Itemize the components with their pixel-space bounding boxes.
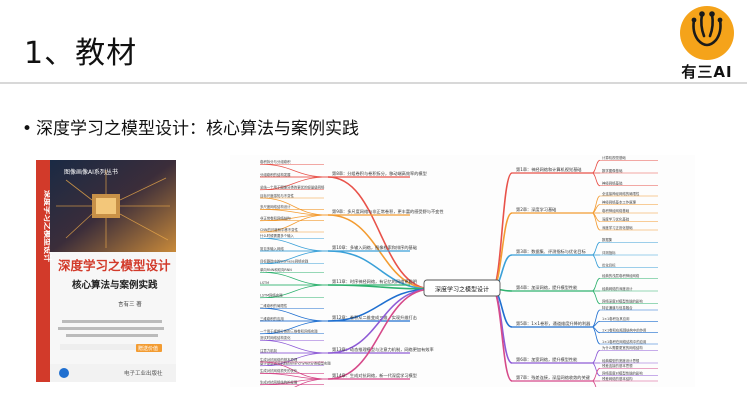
branch-label: 第9章：多尺度网络与非正常卷积，更丰富的感受野与不变性 [332,208,444,215]
leaf-connector [259,352,329,367]
bullet-item: •深度学习之模型设计：核心算法与案例实践 [22,114,359,139]
leaf-label: 单向RNN和双向RNN [260,267,292,272]
leaf-label: 网络深度对模型性能的影响 [602,299,643,304]
leaf-label: 生成对抗网络的基本原理 [260,357,298,362]
mindmap-canvas: 第1章：神经网络和计算机视觉基础 计算机视觉基础数学图像基础神经网络基础第2章：深… [230,155,695,397]
leaf-label: 生成对抗网络损失的优化 [260,368,298,373]
leaf-label: 目标跟踪中的Siamese网络实践 [260,259,309,264]
leaf-label: 常见多输入网络 [260,246,284,251]
leaf-label: 卷积神经网络基础 [602,208,630,213]
branch-connector [327,288,433,380]
leaf-label: 1×1卷积及其应用 [602,316,630,321]
branch-label: 第11章：时序神经网络，有记忆的网络更聪明 [332,278,417,285]
branch-label: 第13章：动态推理模型与注意力机制，网络更加有效率 [332,346,434,353]
branch-label: 第6章：加宽网络，提升模型性能 [516,356,578,363]
book-author: 言有三 著 [118,300,142,308]
leaf-connector [591,290,601,305]
leaf-label: 评测指标 [602,250,616,255]
branch-connector [327,176,433,290]
branch-label: 第10章：多输入网络，图像检索和排序的基础 [332,244,417,251]
leaf-label: 一个用于视频分类的三维卷积网络实践 [260,329,318,334]
logo-robot-icon [691,11,723,47]
leaf-label: 优化目标 [602,263,616,268]
branch-connector [327,288,433,322]
leaf-connector [259,320,329,335]
branch-label: 第8章：分组卷积与卷积拆分，移动端高效率的模型 [332,170,427,177]
leaf-label: 什么时候需要多个输入 [260,233,295,238]
leaf-label: 三维卷积的应用 [260,316,284,321]
leaf-label: 计算机视觉基础 [602,155,626,160]
branch-label: 第7章：残差连接，深层网络收敛的关键 [516,374,591,381]
mindmap-center-node [423,279,501,297]
leaf-label: 残差网络的基本结构 [602,376,633,381]
leaf-label: 二维卷积的局限性 [260,303,288,308]
book-spine [36,160,50,382]
leaf-label: 总结一个用于图像分类的更优的轻量级网络 [260,185,325,190]
logo: 有三AI [676,6,738,82]
leaf-connector [591,254,601,269]
leaf-connector [259,214,329,233]
leaf-label: 残差连接的基本思想 [602,363,633,368]
book-subtitle: 核心算法与案例实践 [72,279,158,291]
leaf-label: 目标尺度感知与不变性 [260,193,295,198]
title-divider [0,82,747,84]
book-publisher: 电子工业出版社 [124,369,163,377]
leaf-label: 神经网络基本工作原理 [602,199,637,204]
branch-connector [327,250,433,290]
branch-label: 第3章：数据集、评测指标与优化目标 [516,248,586,255]
leaf-connector [591,326,601,345]
leaf-label: 数学图像基础 [602,168,623,173]
leaf-connector [591,362,601,377]
book-spine-text: 深度学习之模型设计 [43,190,53,262]
leaf-label: 1×1卷积在网络结构中的应用 [602,339,646,344]
leaf-label: 全连接神经网络的局限性 [602,191,640,196]
leaf-label: 生成对抗网络结构的发展 [260,379,298,384]
leaf-label: 神经网络基础 [602,181,623,186]
bullet-dot-icon: • [22,119,33,139]
leaf-label: 卷积拆分与分组卷积 [260,159,291,164]
book-badge: 赠送价值 [138,345,158,352]
branch-label: 第2章：深度学习基础 [516,206,556,213]
leaf-label: 经典模型的宽度设计思想 [602,358,640,363]
branch-label: 第5章：1×1卷积，通道维度升降的利器 [516,320,591,327]
leaf-connector [591,172,601,187]
leaf-connector [259,284,329,299]
leaf-label: 为什么需要更宽的网络结构 [602,345,643,350]
branch-label: 第12章：卷积从二维变成三维，实现升维打击 [332,314,417,321]
leaf-label: LSTM网络实践 [260,293,283,298]
slide-title: 1、教材 [24,36,138,71]
branch-label: 第14章：生成对抗网络，新一代深度学习模型 [332,372,417,379]
branch-connector [327,214,433,290]
leaf-label: 经典的浅层卷积神经网络 [602,273,640,278]
logo-text: 有三AI [681,63,733,81]
logo-circle [680,6,734,60]
leaf-label: 非正常卷积网络结构 [260,215,291,220]
leaf-connector [259,176,329,191]
book-series: 图像画像AI系列丛书 [64,168,118,176]
mindmap-center-label: 深度学习之模型设计 [435,286,489,294]
book-cover: 深度学习之模型设计 图像画像AI系列丛书 深度学习之模型设计 核心算法与案例实践… [36,160,176,382]
leaf-label: 注意力机制 [260,348,278,353]
leaf-label: 分组卷积的结构发展 [260,172,291,177]
leaf-label: 特征通道与信息融合 [602,305,633,310]
leaf-label: 基于提前退出机制的BranchyNet分类模型实践 [260,361,331,366]
leaf-label: 网络宽度对模型性能的影响 [602,371,643,376]
leaf-label: 1×1卷积在瓶颈结构中的作用 [602,327,646,332]
leaf-label: 数据集 [602,237,613,242]
leaf-connector [259,250,329,265]
leaf-connector [591,212,601,231]
leaf-label: 测试时网络结构变化 [260,335,291,340]
leaf-label: 经典网络的深度设计 [602,286,633,291]
leaf-label: 深度学习正则化基础 [602,225,633,230]
bullet-text: 深度学习之模型设计：核心算法与案例实践 [36,119,359,139]
leaf-label: 深度学习优化基础 [602,216,630,221]
branch-label: 第4章：加深网络，提升模型性能 [516,284,578,291]
leaf-label: CNN的尺度和平移不变性 [260,227,299,232]
leaf-label: 多尺度网络结构设计 [260,204,291,209]
book-title: 深度学习之模型设计 [58,258,171,273]
leaf-label: LSTM [260,281,269,285]
branch-label: 第1章：神经网络和计算机视觉基础 [516,166,581,173]
mindmap: 第1章：神经网络和计算机视觉基础 计算机视觉基础数学图像基础神经网络基础第2章：深… [230,155,695,397]
